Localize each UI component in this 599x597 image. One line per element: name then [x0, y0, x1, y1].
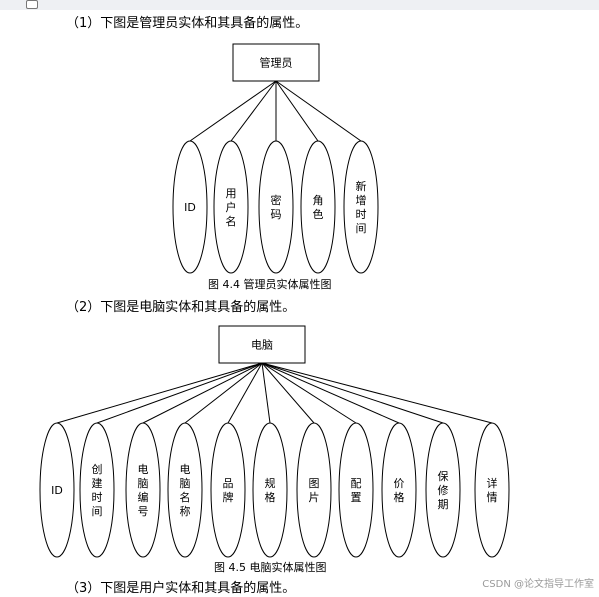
attribute-label: 电脑名称: [180, 463, 191, 518]
admin-entity-diagram: 管理员 ID 用户名 密码 角色 新增时间: [172, 43, 379, 274]
watermark: CSDN @论文指导工作室: [482, 579, 594, 590]
paragraph-3: （3）下图是用户实体和其具备的属性。: [66, 581, 296, 596]
attribute-ellipse: [300, 140, 336, 274]
paragraph-2: （2）下图是电脑实体和其具备的属性。: [66, 300, 296, 315]
attribute-ellipse: [210, 422, 246, 558]
top-toolbar: [0, 0, 599, 10]
computer-entity-diagram: 电脑 ID 创建时间 电脑编号 电脑名称 品牌 规格 图片 配置 价格 保修期 详情: [39, 325, 510, 558]
connector-line: [275, 80, 362, 142]
attribute-label: ID: [51, 484, 63, 497]
entity-label: 管理员: [260, 56, 293, 70]
attribute-ellipse: [167, 422, 203, 558]
figure-caption-4-4: 图 4.4 管理员实体属性图: [208, 278, 332, 291]
attribute-label: 角色: [313, 194, 324, 221]
connector-line: [230, 80, 277, 142]
attribute-ellipse: [343, 140, 379, 274]
window-icon[interactable]: [26, 0, 38, 9]
connector-line: [184, 362, 263, 424]
attribute-label: 价格: [394, 477, 405, 504]
attribute-ellipse: [258, 140, 294, 274]
attribute-ellipse: [79, 422, 115, 558]
entity-label: 电脑: [251, 339, 273, 352]
connector-line: [189, 80, 277, 142]
entity-box: [232, 43, 320, 82]
connector-line: [261, 362, 357, 424]
connector-line: [96, 362, 263, 424]
attribute-label: 规格: [265, 476, 276, 504]
attribute-label: 品牌: [223, 477, 234, 504]
connector-line: [261, 362, 493, 424]
connector-line: [56, 362, 263, 424]
attribute-label: 电脑编号: [138, 463, 149, 518]
entity-box: [218, 325, 306, 364]
attribute-ellipse: [338, 422, 374, 558]
connector-line: [261, 362, 271, 424]
attribute-label: 密码: [271, 193, 282, 221]
connector-line: [261, 362, 444, 424]
attribute-label: 图片: [309, 477, 320, 504]
attribute-ellipse: [125, 422, 161, 558]
paragraph-1: （1）下图是管理员实体和其具备的属性。: [66, 16, 309, 31]
attribute-ellipse: [474, 422, 510, 558]
attribute-label: 新增时间: [356, 179, 367, 235]
attribute-ellipse: [381, 422, 417, 558]
attribute-ellipse: [425, 422, 461, 558]
attribute-label: 保修期: [438, 469, 449, 511]
attribute-ellipse: [252, 422, 288, 558]
attribute-label: 配置: [351, 477, 362, 504]
connector-line: [142, 362, 263, 424]
attribute-label: 创建时间: [92, 463, 103, 518]
connector-line: [261, 362, 400, 424]
attribute-label: 用户名: [226, 187, 237, 228]
attribute-label: 详情: [487, 476, 498, 504]
connector-line: [227, 362, 263, 424]
attribute-ellipse: [296, 422, 332, 558]
attribute-ellipse: [39, 422, 75, 558]
attribute-label: ID: [184, 201, 196, 214]
attribute-ellipse: [213, 140, 249, 274]
figure-caption-4-5: 图 4.5 电脑实体属性图: [214, 561, 327, 574]
attribute-ellipse: [172, 140, 208, 274]
connector-line: [261, 362, 315, 424]
connector-line: [275, 80, 319, 142]
